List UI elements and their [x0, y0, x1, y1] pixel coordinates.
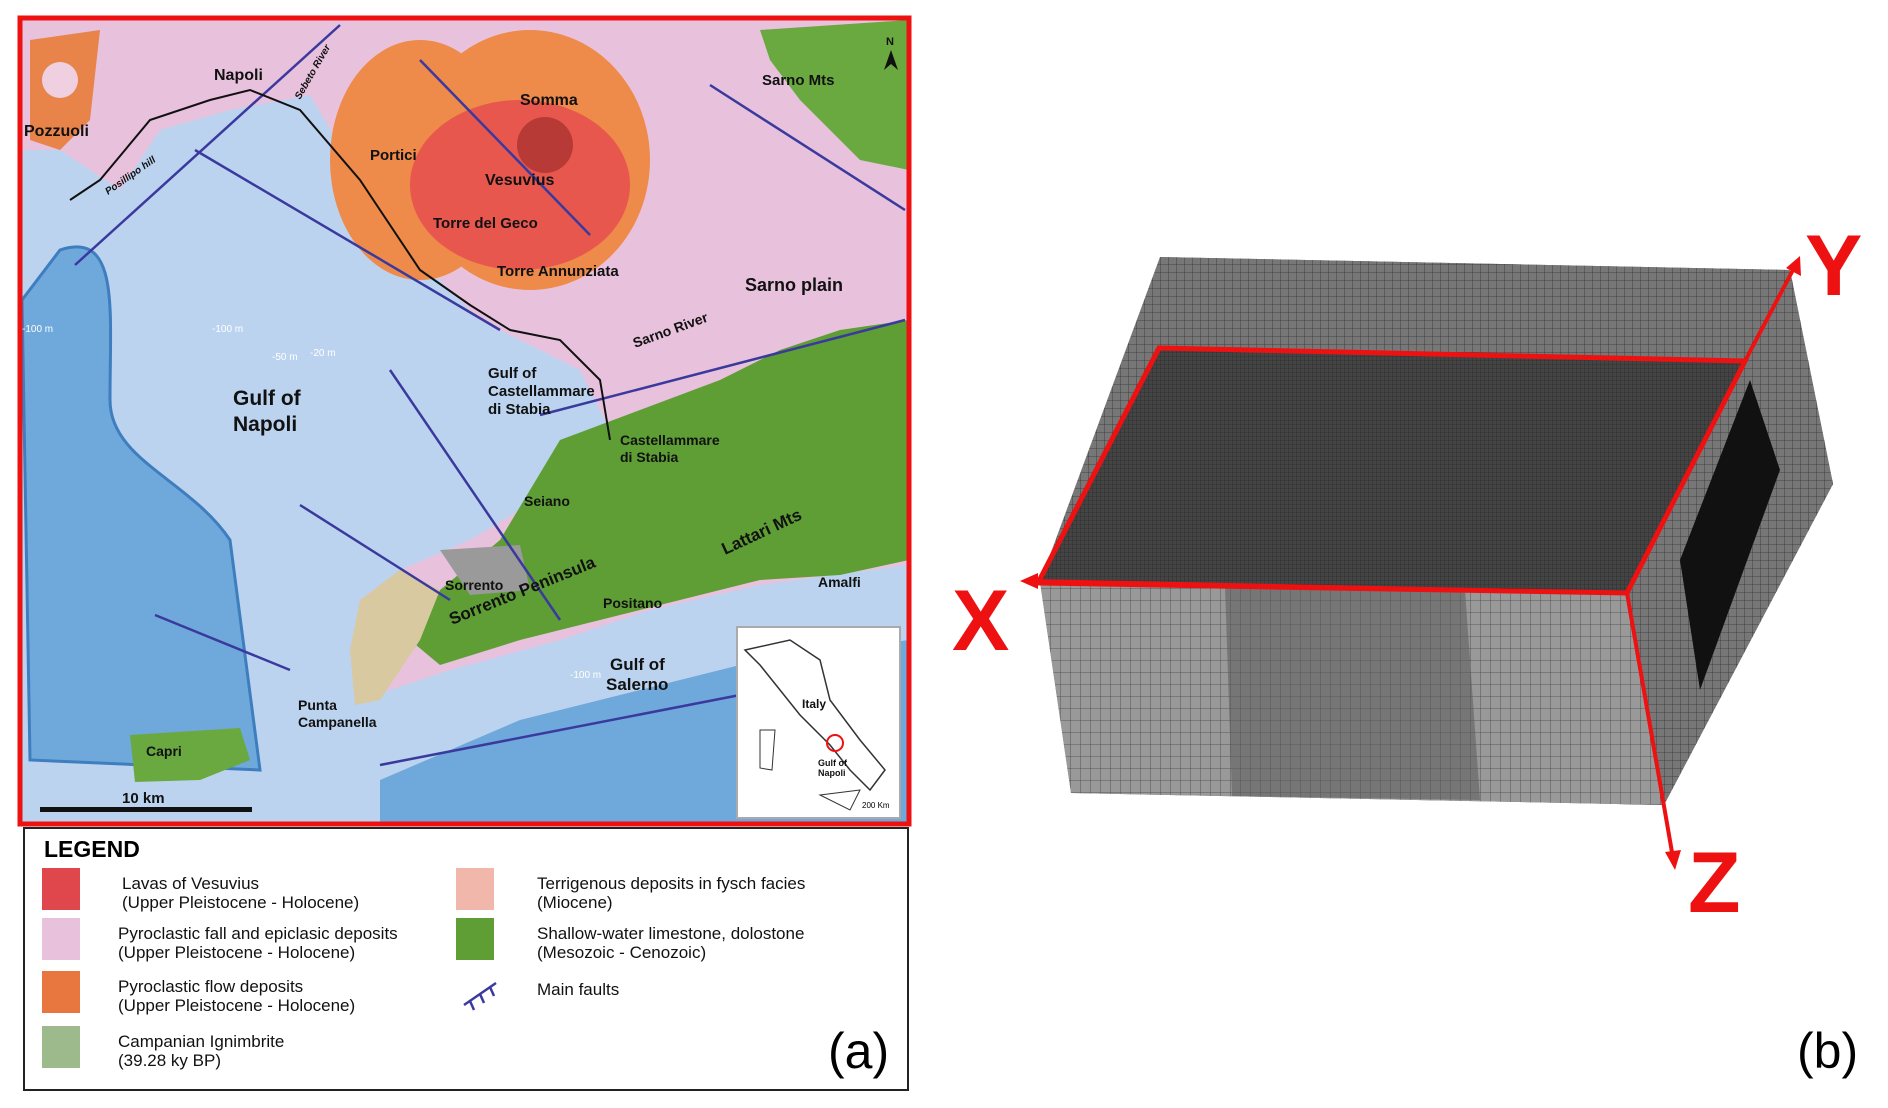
mesh-top-back: [1159, 257, 1790, 361]
legend-title: LEGEND: [44, 836, 140, 862]
label-gulf-castellammare: Gulf of: [488, 365, 537, 382]
label-punta-campanella: Punta: [298, 697, 337, 713]
label-gulf-castellammare: Castellammare: [488, 383, 595, 400]
label-torre-annunziata: Torre Annunziata: [497, 263, 619, 280]
sarno-mountains: [760, 20, 909, 170]
capri-island: [130, 728, 250, 782]
svg-text:10 km: 10 km: [122, 790, 165, 807]
north-arrow-icon: N: [884, 36, 898, 70]
legend-item-terrigenous: Terrigenous deposits in fysch facies (Mi…: [456, 868, 805, 912]
label-vesuvius: Vesuvius: [485, 172, 554, 189]
label-amalfi: Amalfi: [818, 574, 861, 590]
depth-label: -100 m: [570, 670, 601, 681]
z-axis-arrow: [1625, 592, 1675, 859]
label-sarno-mts: Sarno Mts: [762, 72, 835, 89]
label-punta-campanella: Campanella: [298, 714, 377, 730]
svg-text:200 Km: 200 Km: [862, 801, 890, 810]
label-positano: Positano: [603, 595, 662, 611]
svg-text:Lavas of Vesuvius: Lavas of Vesuvius: [122, 874, 259, 893]
label-somma: Somma: [520, 92, 578, 109]
svg-text:Terrigenous deposits in fysch: Terrigenous deposits in fysch facies: [537, 874, 805, 893]
svg-text:(Mesozoic - Cenozoic): (Mesozoic - Cenozoic): [537, 943, 706, 962]
z-arrowhead-icon: [1665, 850, 1681, 870]
label-gulf-napoli: Gulf of: [233, 387, 302, 410]
legend-item-campanian-ignimbrite: Campanian Ignimbrite (39.28 ky BP): [42, 1026, 284, 1070]
map-highlight-frame: [17, 15, 912, 827]
legend: LEGEND Lavas of Vesuvius (Upper Pleistoc…: [23, 827, 909, 1091]
svg-text:(Upper Pleistocene - Holocene): (Upper Pleistocene - Holocene): [122, 893, 359, 912]
y-axis-arrow: [1743, 267, 1796, 362]
label-gulf-castellammare: di Stabia: [488, 401, 551, 418]
label-castellammare: di Stabia: [620, 449, 679, 465]
label-portici: Portici: [370, 147, 417, 164]
svg-text:Italy: Italy: [802, 697, 826, 711]
svg-text:(Upper Pleistocene - Holocene): (Upper Pleistocene - Holocene): [118, 943, 355, 962]
svg-text:Napoli: Napoli: [818, 768, 846, 778]
svg-text:Gulf of: Gulf of: [818, 758, 848, 768]
svg-text:(Upper Pleistocene - Holocene): (Upper Pleistocene - Holocene): [118, 996, 355, 1015]
svg-text:Campanian Ignimbrite: Campanian Ignimbrite: [118, 1032, 284, 1051]
depth-label: -20 m: [310, 348, 336, 359]
legend-item-lavas: Lavas of Vesuvius (Upper Pleistocene - H…: [42, 868, 359, 912]
svg-text:N: N: [886, 36, 894, 48]
y-axis-label: Y: [1805, 218, 1862, 314]
x-axis-label: X: [952, 573, 1009, 669]
label-gulf-napoli: Napoli: [233, 413, 297, 436]
label-sarno-plain: Sarno plain: [745, 275, 843, 295]
geological-map: N Napoli Pozzuoli Somma Portici Vesuvius…: [17, 15, 912, 827]
depth-label: -100 m: [212, 324, 243, 335]
depth-label: -50 m: [272, 352, 298, 363]
z-axis-label: Z: [1688, 835, 1741, 931]
legend-item-pyroclastic-fall: Pyroclastic fall and epiclasic deposits …: [42, 918, 398, 962]
svg-text:(39.28 ky BP): (39.28 ky BP): [118, 1051, 221, 1070]
label-gulf-salerno: Gulf of: [610, 655, 665, 674]
x-axis-arrow: [1029, 579, 1628, 595]
legend-item-pyroclastic-flow: Pyroclastic flow deposits (Upper Pleisto…: [42, 971, 355, 1015]
svg-text:Main faults: Main faults: [537, 980, 619, 999]
label-napoli: Napoli: [214, 67, 263, 84]
svg-text:(Miocene): (Miocene): [537, 893, 613, 912]
label-sorrento: Sorrento: [445, 577, 503, 593]
y-arrowhead-icon: [1786, 256, 1801, 276]
scale-bar: 10 km: [40, 790, 252, 812]
label-castellammare: Castellammare: [620, 432, 720, 448]
label-gulf-salerno: Salerno: [606, 675, 668, 694]
panel-label-a: (a): [828, 1023, 889, 1079]
svg-text:Pyroclastic fall and epiclasic: Pyroclastic fall and epiclasic deposits: [118, 924, 398, 943]
x-arrowhead-icon: [1020, 573, 1038, 589]
mesh-top-face: [1038, 348, 1745, 593]
label-torre-del-geco: Torre del Geco: [433, 215, 538, 232]
3d-mesh-model: [1033, 257, 1833, 805]
lattari-mountains: [410, 320, 909, 665]
legend-item-limestone: Shallow-water limestone, dolostone (Meso…: [456, 918, 804, 962]
label-pozzuoli: Pozzuoli: [24, 123, 89, 140]
panel-label-b: (b): [1797, 1023, 1858, 1079]
label-seiano: Seiano: [524, 493, 570, 509]
legend-item-main-faults: Main faults: [463, 980, 619, 1011]
fault-symbol-icon: [463, 981, 497, 1011]
svg-text:Pyroclastic flow deposits: Pyroclastic flow deposits: [118, 977, 303, 996]
axes: [1020, 256, 1801, 870]
depth-label: -100 m: [22, 324, 53, 335]
italy-inset: Italy Gulf of Napoli 200 Km: [736, 626, 901, 819]
label-capri: Capri: [146, 743, 182, 759]
main-faults: [74, 24, 906, 767]
svg-text:Shallow-water limestone, dolos: Shallow-water limestone, dolostone: [537, 924, 804, 943]
